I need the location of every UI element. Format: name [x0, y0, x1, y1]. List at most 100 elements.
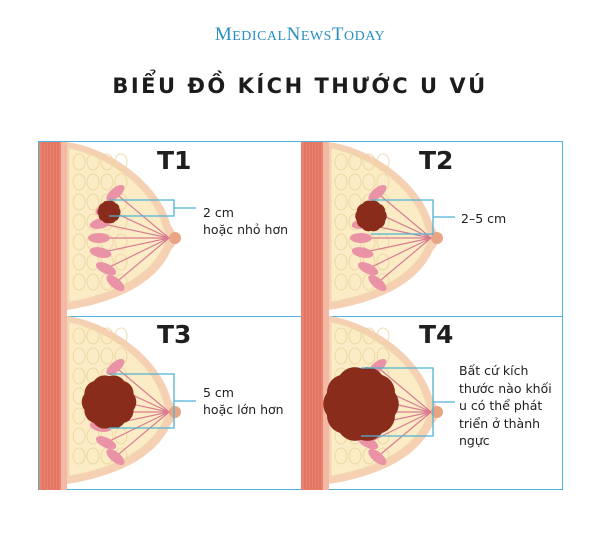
fat-cell [72, 347, 86, 365]
fat-cell [334, 173, 348, 191]
fat-cell [72, 153, 86, 171]
fat-cell [86, 273, 100, 291]
stage-label-t4: T4 [419, 320, 454, 349]
fat-cell [72, 253, 86, 271]
brand-news: NEWS [286, 24, 332, 45]
fat-cell [100, 153, 114, 171]
rib-layer [61, 316, 67, 490]
fat-cell [72, 273, 86, 291]
brand-medical: MEDICAL [215, 24, 287, 45]
fat-cell [348, 273, 362, 291]
milk-duct [367, 411, 432, 444]
milk-duct [100, 222, 170, 239]
panel-t4: T4 Bất cứ kích thước nào khối u có thể p… [301, 316, 563, 490]
fat-cell [72, 427, 86, 445]
fat-cell [334, 153, 348, 171]
fat-cell [334, 327, 348, 345]
lobule [88, 233, 110, 243]
fat-cell [334, 347, 348, 365]
lobule [357, 262, 379, 276]
lobule [106, 274, 125, 292]
fat-cell [114, 253, 128, 271]
fat-cell [86, 193, 100, 211]
lobule [350, 233, 372, 243]
fat-cell [348, 327, 362, 345]
fat-cell [376, 253, 390, 271]
milk-duct [100, 237, 170, 254]
tumor [97, 200, 121, 224]
panel-t2: T2 2–5 cm [301, 142, 563, 317]
stage-label-t1: T1 [157, 146, 192, 175]
fat-cell [376, 327, 390, 345]
breast-illustration-t2 [301, 142, 455, 316]
fat-cell [72, 233, 86, 251]
fat-cell [362, 327, 376, 345]
milk-duct [114, 237, 170, 284]
lobule [106, 358, 125, 376]
lobule [351, 247, 374, 258]
fat-cell [86, 347, 100, 365]
nipple [169, 232, 181, 244]
lobule [368, 448, 387, 466]
milk-duct [376, 237, 432, 284]
breast-illustration-t1 [39, 142, 196, 316]
fat-cell [348, 173, 362, 191]
fat-cell [362, 173, 376, 191]
fat-cell [86, 153, 100, 171]
fat-cell [334, 253, 348, 271]
rib-layer [61, 142, 67, 316]
brand-today: TODAY [331, 24, 386, 45]
breast-illustration-t4 [301, 316, 455, 490]
fat-cell [100, 173, 114, 191]
tumor [81, 375, 137, 429]
fat-cell [72, 213, 86, 231]
lobule [368, 274, 387, 292]
fat-cell [334, 193, 348, 211]
tumor-size-grid: T1 2 cm hoặc nhỏ hơn T2 2–5 cm T3 5 cm h… [38, 141, 563, 490]
milk-duct [362, 237, 432, 254]
milk-duct [376, 366, 432, 413]
brand-medical-rest: EDICAL [232, 29, 287, 44]
stage-description-t2: 2–5 cm [461, 211, 507, 226]
milk-duct [114, 411, 170, 458]
stage-label-t3: T3 [157, 320, 192, 349]
stage-description-t3: 5 cm hoặc lớn hơn [203, 385, 284, 417]
fat-cell [114, 327, 128, 345]
fat-cell [362, 153, 376, 171]
fat-cell [86, 173, 100, 191]
fat-cell [72, 367, 86, 385]
lobule [95, 436, 117, 450]
fat-cell [334, 273, 348, 291]
tumor-core [89, 382, 129, 422]
tumor [355, 200, 387, 232]
nipple [169, 406, 181, 418]
fat-cell [114, 233, 128, 251]
nipple [431, 406, 443, 418]
fat-cell [348, 447, 362, 465]
milk-duct [105, 237, 170, 270]
fat-cell [114, 213, 128, 231]
lobule [106, 184, 125, 202]
fat-cell [86, 447, 100, 465]
fat-cell [348, 193, 362, 211]
tumor-core [334, 377, 388, 431]
tumor [323, 367, 399, 441]
panel-t3: T3 5 cm hoặc lớn hơn [39, 316, 302, 490]
fat-cell [334, 213, 348, 231]
fat-cell [86, 327, 100, 345]
brand-logo: MEDICALNEWSTODAY [0, 24, 600, 46]
tumor-core [100, 203, 118, 221]
fat-cell [72, 193, 86, 211]
nipple [431, 232, 443, 244]
fat-cell [334, 233, 348, 251]
fat-cell [376, 153, 390, 171]
breast-illustration-t3 [39, 316, 196, 490]
stage-description-t4: Bất cứ kích thước nào khối u có thể phát… [459, 363, 552, 448]
fat-cell [72, 327, 86, 345]
fat-cell [334, 447, 348, 465]
fat-cell [100, 347, 114, 365]
fat-cell [72, 173, 86, 191]
stage-label-t2: T2 [419, 146, 454, 175]
milk-duct [367, 237, 432, 270]
rib-layer [323, 142, 329, 316]
